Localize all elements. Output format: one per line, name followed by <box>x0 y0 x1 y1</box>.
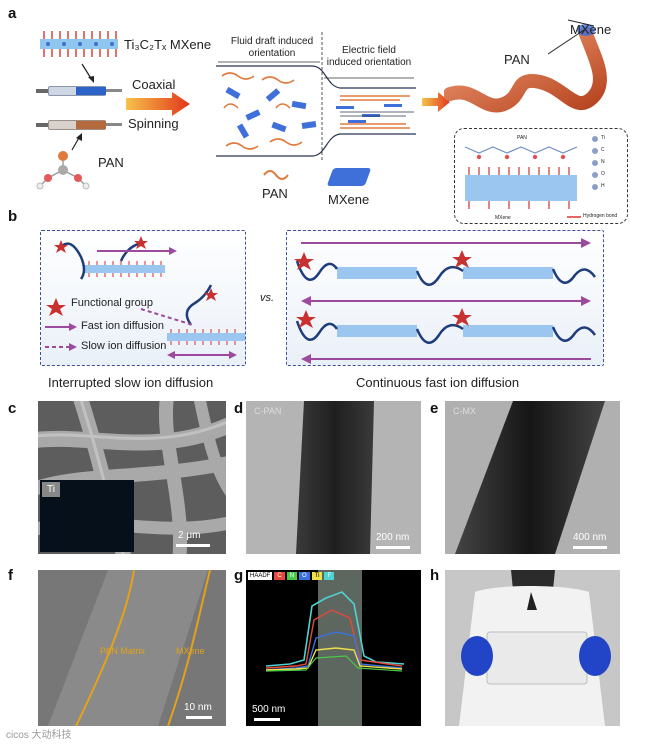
sem-image: Ti 2 μm <box>38 401 226 554</box>
inset-legend-ti: Ti <box>601 135 605 141</box>
membrane-photo <box>445 570 620 726</box>
coaxial-arrow <box>126 92 190 116</box>
hrtem-mxene-label: MXene <box>176 646 205 656</box>
panel-h-letter: h <box>430 567 439 584</box>
tem-cpan-scale-label: 200 nm <box>376 532 409 543</box>
spinning-label: Spinning <box>128 116 179 131</box>
panel-g-letter: g <box>234 567 243 584</box>
eds-scale-bar <box>254 718 280 721</box>
interrupted-diffusion-box: Functional group Fast ion diffusion Slow… <box>40 230 246 366</box>
pan-legend-icon <box>262 168 292 182</box>
panel-d-letter: d <box>234 400 243 417</box>
pan-bottom-label: PAN <box>262 186 288 201</box>
functional-group-label: Functional group <box>71 297 153 309</box>
inset-legend-c: C <box>601 147 605 153</box>
coaxial-label: Coaxial <box>132 77 175 92</box>
tem-cmx-scale-bar <box>573 546 607 549</box>
tem-cpan-image: C-PAN 200 nm <box>246 401 421 554</box>
interrupted-caption: Interrupted slow ion diffusion <box>48 375 213 390</box>
tem-cmx-image: C-MX 400 nm <box>445 401 620 554</box>
mxene-to-syringe-arrow <box>80 62 100 84</box>
inset-legend-n: N <box>601 159 605 165</box>
hrtem-scale-label: 10 nm <box>184 702 212 713</box>
inset-legend-o: O <box>601 171 605 177</box>
tem-cmx-label: C-MX <box>453 406 476 416</box>
eds-mapping-image: HAADF C N O Ti F 500 nm <box>246 570 421 726</box>
fast-ion-label: Fast ion diffusion <box>81 320 164 332</box>
fiber-mxene-label: MXene <box>570 22 611 37</box>
tem-cmx-scale-label: 400 nm <box>573 532 606 543</box>
legend-n: N <box>287 572 297 580</box>
mxene-bottom-label: MXene <box>328 192 369 207</box>
panel-e-letter: e <box>430 400 438 417</box>
syringe-top <box>36 86 122 96</box>
panel-f-letter: f <box>8 567 13 584</box>
watermark: cicos 大动科技 <box>6 726 72 741</box>
electric-field-label: Electric field induced orientation <box>326 45 412 69</box>
syringe-bottom <box>36 120 122 130</box>
mxene-formula-label: Ti₃C₂Tₓ MXene <box>124 37 211 52</box>
continuous-diffusion-box <box>286 230 604 366</box>
pan-molecule-illustration <box>34 148 92 192</box>
mxene-legend-icon <box>327 168 372 186</box>
slow-ion-label: Slow ion diffusion <box>81 340 166 352</box>
tem-cpan-label: C-PAN <box>254 406 281 416</box>
tem-cpan-scale-bar <box>376 546 410 549</box>
eds-ti-label: Ti <box>42 482 60 497</box>
legend-haadf: HAADF <box>248 572 272 580</box>
eds-scale-label: 500 nm <box>252 704 285 715</box>
panel-c-letter: c <box>8 400 16 417</box>
pan-matrix-label: PAN Matrix <box>100 646 145 656</box>
fiber-pan-label: PAN <box>504 52 530 67</box>
inset-hbond-label: Hydrogen bond <box>583 213 617 219</box>
inset-pan-label: PAN <box>517 135 527 141</box>
sem-scale-label: 2 μm <box>178 530 200 541</box>
eds-legend: HAADF C N O Ti F <box>248 572 334 580</box>
panel-a-letter: a <box>8 5 16 22</box>
legend-c: C <box>274 572 284 580</box>
legend-o: O <box>299 572 310 580</box>
legend-ti: Ti <box>312 572 323 580</box>
inset-legend-h: H <box>601 183 605 189</box>
pan-left-label: PAN <box>98 155 124 170</box>
eds-ti-map-inset: Ti <box>40 480 134 552</box>
molecular-model-inset: Ti C N O H Hydrogen bond PAN MXene <box>454 128 628 224</box>
hrtem-image: PAN Matrix MXene 10 nm <box>38 570 226 726</box>
vs-label: vs. <box>260 292 274 304</box>
sem-scale-bar <box>176 544 210 547</box>
legend-f: F <box>324 572 334 580</box>
hrtem-scale-bar <box>186 716 212 719</box>
fluid-draft-label: Fluid draft induced orientation <box>226 36 318 60</box>
continuous-caption: Continuous fast ion diffusion <box>356 375 519 390</box>
panel-b-letter: b <box>8 208 17 225</box>
mxene-sheet-illustration <box>38 28 120 62</box>
inset-mxene-label: MXene <box>495 215 511 221</box>
